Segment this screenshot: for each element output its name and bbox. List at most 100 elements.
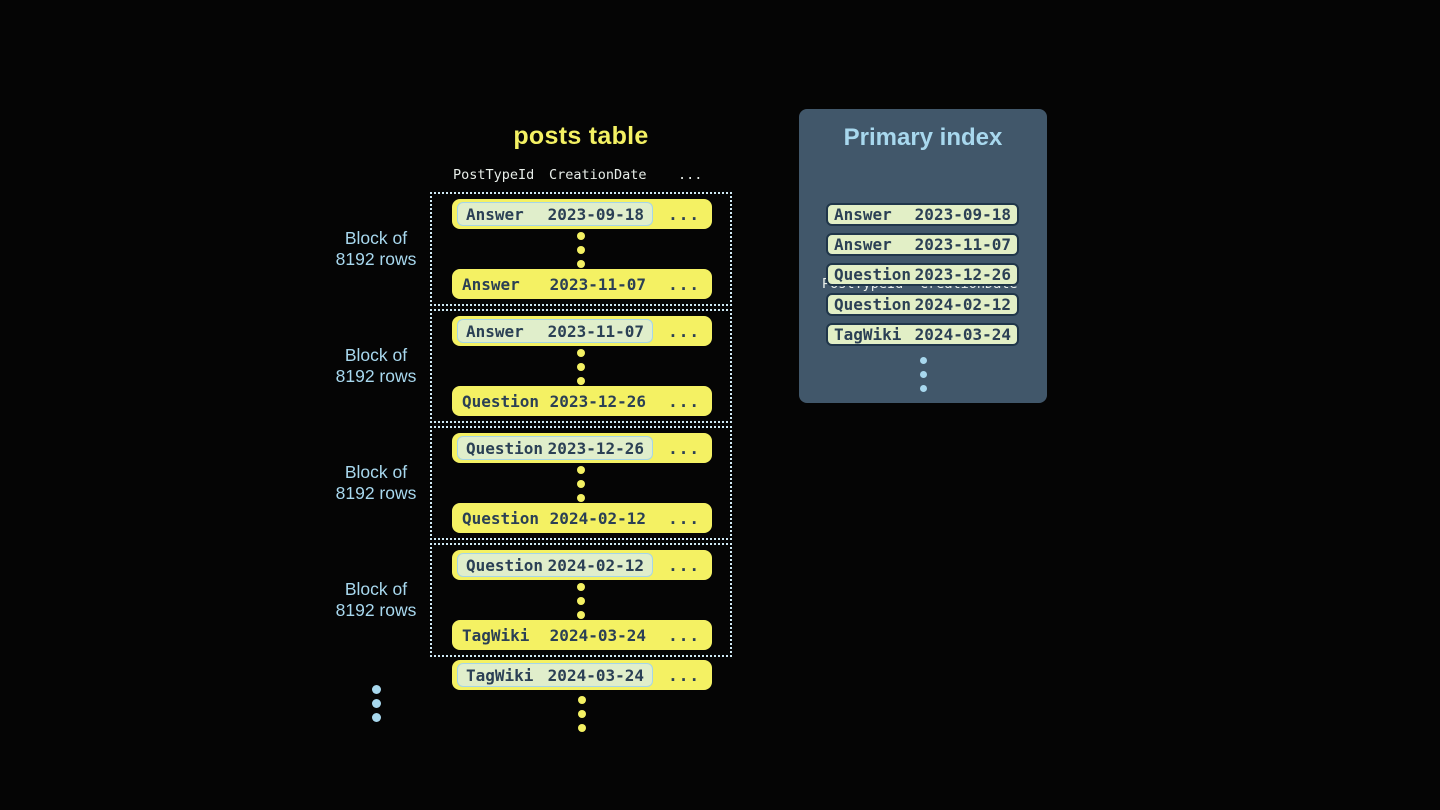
dot bbox=[577, 232, 585, 240]
row-creation-date: 2024-03-24 bbox=[547, 665, 644, 685]
row-creation-date: 2024-02-12 bbox=[547, 555, 644, 575]
row-post-type: Answer bbox=[466, 321, 524, 341]
more-index-entries-ellipsis bbox=[799, 357, 1047, 392]
block-size-label-line2: 8192 rows bbox=[335, 249, 417, 269]
block-size-label-line2: 8192 rows bbox=[335, 366, 417, 386]
indexed-row-highlight: Answer 2023-11-07 bbox=[457, 319, 653, 343]
row-post-type: Question bbox=[462, 508, 540, 528]
dot bbox=[919, 385, 927, 392]
index-entry-3: Question 2023-12-26 bbox=[826, 263, 1019, 286]
block-2-last-row: Question 2023-12-26 ... bbox=[452, 386, 712, 416]
hidden-rows-ellipsis bbox=[432, 583, 730, 619]
block-2-size-label: Block of 8192 rows bbox=[320, 309, 432, 423]
row-more-columns: ... bbox=[668, 555, 700, 575]
row-block-4: Question 2024-02-12 ... TagWiki 2024-03-… bbox=[430, 543, 732, 657]
hidden-rows-ellipsis bbox=[432, 232, 730, 268]
block-4-size-label: Block of 8192 rows bbox=[320, 543, 432, 657]
index-post-type: Answer bbox=[834, 205, 892, 224]
row-block-1: Answer 2023-09-18 ... Answer 2023-11-07 … bbox=[430, 192, 732, 306]
dot bbox=[577, 260, 585, 268]
block-1-first-row: Answer 2023-09-18 ... bbox=[452, 199, 712, 229]
hidden-rows-ellipsis bbox=[432, 466, 730, 502]
dot bbox=[577, 466, 585, 474]
row-post-type: Question bbox=[462, 391, 540, 411]
row-creation-date: 2023-11-07 bbox=[547, 321, 644, 341]
row-post-type: TagWiki bbox=[462, 625, 530, 645]
index-creation-date: 2023-09-18 bbox=[914, 205, 1011, 224]
block-size-label-line2: 8192 rows bbox=[335, 600, 417, 620]
block-3-last-row: Question 2024-02-12 ... bbox=[452, 503, 712, 533]
row-creation-date: 2023-12-26 bbox=[549, 391, 646, 411]
block-size-label-line2: 8192 rows bbox=[335, 483, 417, 503]
row-block-2: Answer 2023-11-07 ... Question 2023-12-2… bbox=[430, 309, 732, 423]
block-3-size-label: Block of 8192 rows bbox=[320, 426, 432, 540]
index-post-type: Question bbox=[834, 295, 912, 314]
dot bbox=[371, 713, 381, 722]
index-creation-date: 2023-12-26 bbox=[914, 265, 1011, 284]
block-size-label-line1: Block of bbox=[344, 228, 408, 248]
dot bbox=[577, 494, 585, 502]
row-block-3: Question 2023-12-26 ... Question 2024-02… bbox=[430, 426, 732, 540]
index-entry-4: Question 2024-02-12 bbox=[826, 293, 1019, 316]
block-4-last-row: TagWiki 2024-03-24 ... bbox=[452, 620, 712, 650]
dot bbox=[577, 583, 585, 591]
index-entry-5: TagWiki 2024-03-24 bbox=[826, 323, 1019, 346]
index-post-type: Answer bbox=[834, 235, 892, 254]
dot bbox=[578, 696, 586, 704]
dot bbox=[919, 371, 927, 378]
row-more-columns: ... bbox=[668, 391, 700, 411]
index-creation-date: 2024-03-24 bbox=[914, 325, 1011, 344]
index-entry-2: Answer 2023-11-07 bbox=[826, 233, 1019, 256]
row-more-columns: ... bbox=[668, 508, 700, 528]
row-post-type: Question bbox=[466, 555, 544, 575]
block-1-size-label: Block of 8192 rows bbox=[320, 192, 432, 306]
row-more-columns: ... bbox=[668, 438, 700, 458]
row-more-columns: ... bbox=[668, 321, 700, 341]
index-post-type: Question bbox=[834, 265, 912, 284]
index-creation-date: 2024-02-12 bbox=[914, 295, 1011, 314]
row-creation-date: 2023-11-07 bbox=[549, 274, 646, 294]
more-table-rows-ellipsis bbox=[452, 696, 712, 732]
dot bbox=[577, 480, 585, 488]
dot bbox=[578, 710, 586, 718]
posts-column-header-posttypeid: PostTypeId bbox=[453, 167, 535, 183]
row-post-type: Answer bbox=[466, 204, 524, 224]
block-4-first-row: Question 2024-02-12 ... bbox=[452, 550, 712, 580]
dot bbox=[577, 377, 585, 385]
dot bbox=[578, 724, 586, 732]
dot bbox=[371, 685, 381, 694]
posts-column-header-more: ... bbox=[678, 167, 703, 183]
indexed-row-highlight: Answer 2023-09-18 bbox=[457, 202, 653, 226]
row-creation-date: 2024-03-24 bbox=[549, 625, 646, 645]
block-2-first-row: Answer 2023-11-07 ... bbox=[452, 316, 712, 346]
row-creation-date: 2024-02-12 bbox=[549, 508, 646, 528]
index-entry-1: Answer 2023-09-18 bbox=[826, 203, 1019, 226]
row-more-columns: ... bbox=[668, 665, 700, 685]
dot bbox=[577, 597, 585, 605]
block-size-label-line1: Block of bbox=[344, 579, 408, 599]
primary-index-title: Primary index bbox=[843, 124, 1003, 151]
block-size-label-line1: Block of bbox=[344, 462, 408, 482]
posts-column-header-creationdate: CreationDate bbox=[549, 167, 647, 183]
more-blocks-ellipsis bbox=[320, 685, 432, 722]
index-post-type: TagWiki bbox=[834, 325, 902, 344]
dot bbox=[371, 699, 381, 708]
row-post-type: Question bbox=[466, 438, 544, 458]
block-1-last-row: Answer 2023-11-07 ... bbox=[452, 269, 712, 299]
dot bbox=[919, 357, 927, 364]
hidden-rows-ellipsis bbox=[432, 349, 730, 385]
dot bbox=[577, 363, 585, 371]
indexed-row-highlight: TagWiki 2024-03-24 bbox=[457, 663, 653, 687]
indexed-row-highlight: Question 2024-02-12 bbox=[457, 553, 653, 577]
dot bbox=[577, 246, 585, 254]
block-size-label-line1: Block of bbox=[344, 345, 408, 365]
row-post-type: TagWiki bbox=[466, 665, 534, 685]
row-more-columns: ... bbox=[668, 204, 700, 224]
row-post-type: Answer bbox=[462, 274, 520, 294]
row-more-columns: ... bbox=[668, 274, 700, 294]
block-3-first-row: Question 2023-12-26 ... bbox=[452, 433, 712, 463]
row-creation-date: 2023-12-26 bbox=[547, 438, 644, 458]
dot bbox=[577, 611, 585, 619]
row-more-columns: ... bbox=[668, 625, 700, 645]
